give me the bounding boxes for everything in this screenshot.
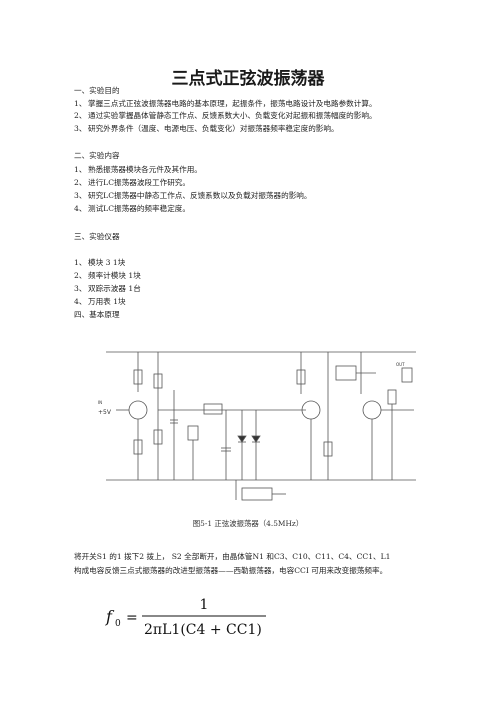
paragraph-line: 将开关S1 的1 拨下2 拨上， S2 全部断开，由晶体管N1 和C3、C10、… <box>74 552 391 561</box>
paragraph-line: 构成电容反馈三点式振荡器的改进型振荡器——西勒振荡器，电容CCI 可用来改变振荡… <box>74 566 388 575</box>
section-heading: 三、实验仪器 <box>74 232 120 241</box>
list-item: 3、研究LC振荡器中静态工作点、反馈系数以及负载对振荡器的影响。 <box>74 191 312 200</box>
out-label: OUT <box>396 362 405 367</box>
page-title: 三点式正弦波振荡器 <box>171 69 325 89</box>
list-item: 2、频率计模块 1块 <box>74 271 141 280</box>
list-item: 2、进行LC振荡器波段工作研究。 <box>74 178 190 187</box>
formula-lhs: f <box>105 607 115 626</box>
section-heading: 一、实验目的 <box>74 86 120 95</box>
list-item: 1、模块 3 1块 <box>74 258 126 267</box>
section-heading: 四、基本原理 <box>74 310 120 319</box>
list-item: 2、通过实验掌握晶体管静态工作点、反馈系数大小、负载变化对起振和振荡幅度的影响。 <box>74 111 377 120</box>
formula-subscript: 0 <box>115 619 121 629</box>
formula-numerator: 1 <box>200 597 209 613</box>
list-item: 4、测试LC振荡器的频率稳定度。 <box>74 204 190 213</box>
list-item: 3、双踪示波器 1台 <box>74 284 141 293</box>
list-item: 1、掌握三点式正弦波振荡器电路的基本原理，起振条件，振荡电路设计及电路参数计算。 <box>74 99 377 108</box>
list-item: 3、研究外界条件（温度、电源电压、负载变化）对振荡器频率稳定度的影响。 <box>74 124 339 133</box>
list-item: 1、熟悉振荡器模块各元件及其作用。 <box>74 165 202 174</box>
circuit-schematic: +5V IN OUT <box>98 351 416 501</box>
svg-text:=: = <box>126 610 138 626</box>
figure-caption: 图5-1 正弦波振荡器（4.5MHz） <box>192 519 304 528</box>
in-label: IN <box>98 400 102 405</box>
supply-label: +5V <box>98 409 112 416</box>
list-item: 4、万用表 1块 <box>74 297 126 306</box>
section-heading: 二、实验内容 <box>74 151 120 160</box>
formula-denominator: 2πL1(C4 + CC1) <box>144 622 262 638</box>
frequency-formula: f 0 = 1 2πL1(C4 + CC1) <box>105 597 266 638</box>
